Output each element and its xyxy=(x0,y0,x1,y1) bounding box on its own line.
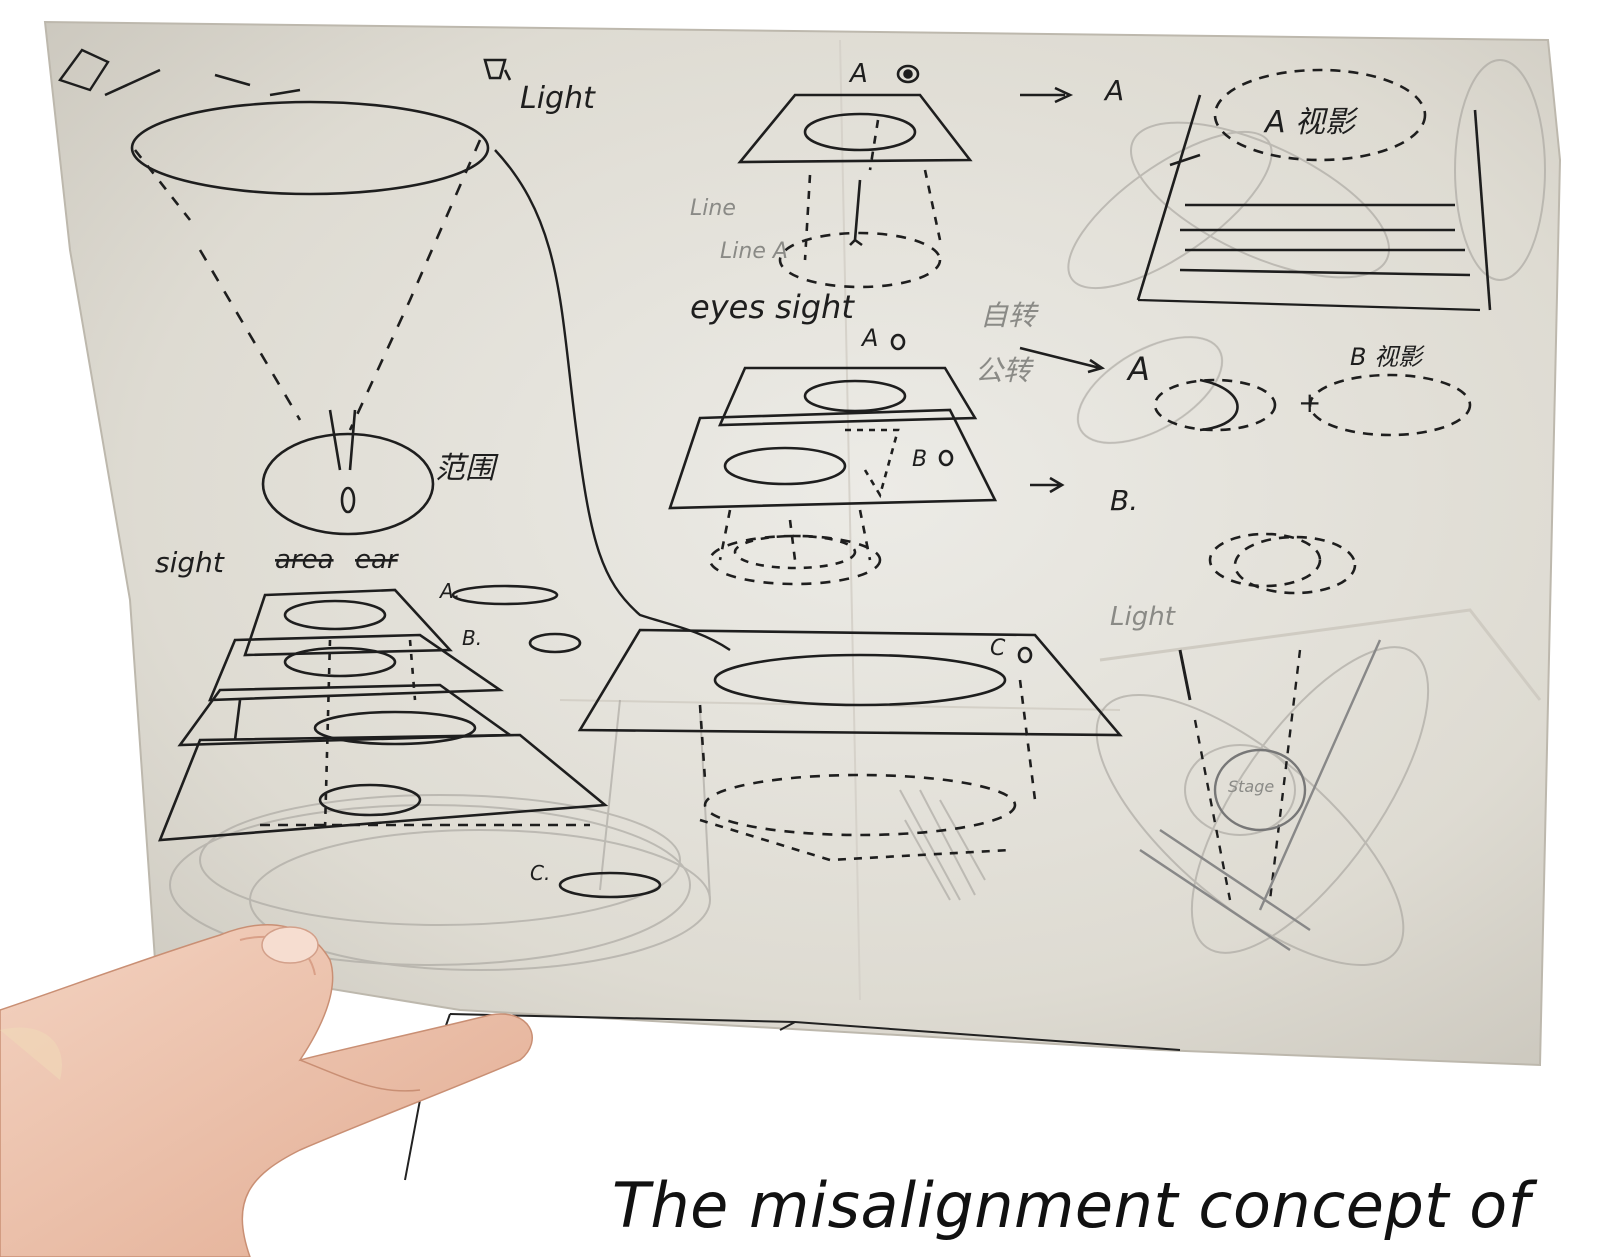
eye-icon xyxy=(938,449,954,467)
label-sight: sight xyxy=(155,546,225,579)
sketch-labels: Light A A A 视影 Line Line A eyes sight A … xyxy=(155,59,1425,885)
label-stage: Stage xyxy=(1228,777,1274,796)
label-a-eye-top: A xyxy=(848,59,868,89)
a-view-frame xyxy=(1019,68,1492,494)
viewer-a-diagram xyxy=(737,64,973,289)
label-line-1: Line xyxy=(690,196,736,221)
label-rotate-1: 自转 xyxy=(980,299,1039,332)
label-arrow-b: B. xyxy=(1110,484,1138,517)
label-light-right: Light xyxy=(1110,602,1176,632)
label-light-top: Light xyxy=(520,81,596,116)
eye-icon xyxy=(896,64,920,84)
label-sight-range-cn: 范围 xyxy=(435,451,499,486)
viewer-c-diagram xyxy=(577,628,1123,862)
label-a-eye-mid: A xyxy=(860,324,878,352)
viewer-ab-diagram xyxy=(668,333,998,586)
label-plus: + xyxy=(1298,386,1321,419)
eye-icon xyxy=(1017,646,1033,664)
label-rotate-2: 公转 xyxy=(975,354,1034,387)
label-b-view: B 视影 xyxy=(1350,343,1425,371)
label-struck-ear: ear xyxy=(355,545,400,575)
label-c-eye: C xyxy=(990,636,1006,661)
label-a-view: A 视影 xyxy=(1263,105,1359,140)
eye-icon xyxy=(890,333,906,351)
ab-combination xyxy=(1153,373,1472,595)
holding-hand xyxy=(0,924,533,1257)
thumbnail xyxy=(261,926,319,964)
label-arrow-a: A xyxy=(1103,74,1124,107)
label-struck-area: area xyxy=(275,545,334,575)
label-arrow-a2: A xyxy=(1126,350,1150,388)
light-source-icon xyxy=(58,48,110,92)
label-level-a: A. xyxy=(438,579,460,603)
label-level-c: C. xyxy=(530,861,550,885)
lamp-icon xyxy=(483,58,507,80)
stacked-layers-diagram xyxy=(158,584,662,899)
light-cone-diagram xyxy=(58,48,731,651)
figure-caption: The misalignment concept of xyxy=(612,1169,1531,1242)
label-eyes-sight: eyes sight xyxy=(690,288,855,326)
label-b-eye: B xyxy=(912,447,927,472)
label-line-2: Line A xyxy=(720,239,788,264)
label-level-b: B. xyxy=(462,626,482,650)
stage-diagram xyxy=(1139,639,1382,951)
